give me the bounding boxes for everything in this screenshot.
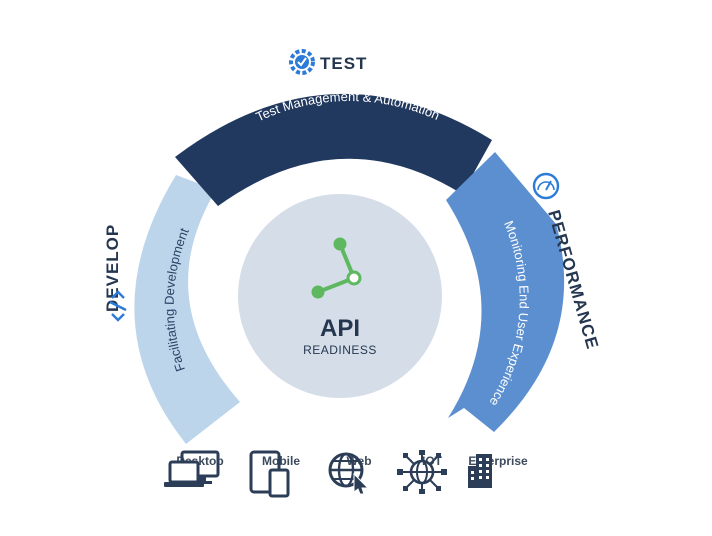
api-node-icon <box>311 237 362 299</box>
desktop-icon <box>164 450 220 487</box>
platform-enterprise: Enterprise <box>462 450 534 488</box>
platform-iot: IOT <box>396 450 468 494</box>
develop-band <box>134 175 240 444</box>
center-circle <box>238 194 442 398</box>
platform-label: Mobile <box>262 454 300 468</box>
center-subtitle: READINESS <box>303 343 377 357</box>
platform-desktop: Desktop <box>160 450 240 487</box>
gear-check-icon <box>289 49 315 75</box>
web-globe-icon <box>328 452 370 494</box>
code-brackets-icon <box>109 290 127 322</box>
platform-mobile: Mobile <box>246 450 316 498</box>
enterprise-building-icon <box>468 454 492 488</box>
speedometer-icon <box>532 172 560 200</box>
test-stage-title: TEST <box>320 54 367 73</box>
mobile-icon <box>249 450 290 498</box>
center-title: API <box>320 315 360 342</box>
performance-band <box>446 152 565 432</box>
iot-network-icon <box>397 450 447 494</box>
test-band <box>175 93 492 206</box>
platform-web: Web <box>326 450 392 494</box>
develop-stage-title: DEVELOP <box>103 224 122 312</box>
